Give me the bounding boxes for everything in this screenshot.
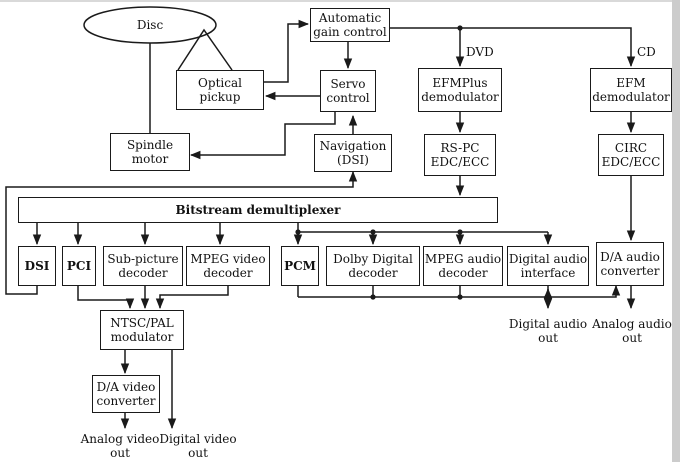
ntsc-line1: NTSC/PAL [110, 316, 174, 330]
digital-video-out-line2: out [188, 446, 208, 460]
optical-pickup-line2: pickup [199, 90, 241, 104]
efmplus-line1: EFMPlus [432, 76, 488, 90]
subpicture-line1: Sub-picture [107, 252, 179, 266]
junction-dot [457, 294, 463, 300]
efm-line2: demodulator [592, 90, 670, 104]
mpeg-audio-line2: decoder [438, 266, 488, 280]
pci-block: PCI [62, 246, 96, 286]
bitstream-label: Bitstream demultiplexer [175, 203, 341, 217]
cd-label: CD [637, 45, 656, 59]
da-audio-line2: converter [600, 264, 660, 278]
digital-video-out-line1: Digital video [159, 432, 237, 446]
circ-line2: EDC/ECC [601, 155, 661, 169]
analog-audio-out-line2: out [622, 331, 642, 345]
junction-dot [457, 229, 463, 235]
junction-dot [370, 294, 376, 300]
pcm-label: PCM [284, 259, 316, 273]
pcm-block: PCM [281, 246, 319, 286]
circ-line1: CIRC [614, 141, 648, 155]
analog-video-out-line1: Analog video [80, 432, 160, 446]
bitstream-demultiplexer-block: Bitstream demultiplexer [18, 197, 498, 223]
servo-line1: Servo [330, 77, 366, 91]
dolby-line2: decoder [348, 266, 398, 280]
navigation-block: Navigation(DSI) [314, 134, 392, 172]
disc-label: Disc [136, 18, 164, 32]
digital-audio-out-line2: out [538, 331, 558, 345]
da-video-line2: converter [96, 394, 156, 408]
agc-to-efmplus [389, 27, 465, 68]
ntsc-line2: modulator [110, 330, 174, 344]
subpicture-line2: decoder [118, 266, 168, 280]
navigation-line1: Navigation [319, 139, 387, 153]
rspc-line1: RS-PC [440, 141, 480, 155]
dai-line2: interface [520, 266, 576, 280]
dsi-to-navigation [5, 170, 358, 295]
spindle-line1: Spindle [126, 138, 174, 152]
bus-jumper [543, 284, 621, 298]
pci-to-ntsc [77, 286, 135, 310]
dvd-label: DVD [466, 45, 494, 59]
dolby-line1: Dolby Digital [333, 252, 413, 266]
servo-line2: control [326, 91, 370, 105]
mpeg-video-line2: decoder [203, 266, 253, 280]
digital-audio-out-line1: Digital audio [508, 317, 588, 331]
spindle-line2: motor [131, 152, 169, 166]
mpeg-video-line1: MPEG video [190, 252, 266, 266]
rspc-line2: EDC/ECC [430, 155, 490, 169]
junction-dot [370, 229, 376, 235]
analog-audio-out-line1: Analog audio [592, 317, 672, 331]
mpeg-audio-line1: MPEG audio [424, 252, 502, 266]
dsi-block: DSI [18, 246, 56, 286]
dsi-label: DSI [24, 259, 50, 273]
junction-dot [545, 294, 551, 300]
analog-video-out-line2: out [110, 446, 130, 460]
agc-line1: Automatic [318, 11, 382, 25]
da-video-line1: D/A video [96, 380, 156, 394]
optical-pickup-line1: Optical [198, 76, 242, 90]
agc-to-efm [460, 27, 636, 68]
junction-dot [457, 25, 463, 31]
efmplus-line2: demodulator [421, 90, 499, 104]
top-edge-strip [0, 0, 680, 2]
navigation-line2: (DSI) [337, 153, 369, 167]
pickup-to-agc [263, 19, 310, 83]
pickup-cone [177, 28, 233, 71]
agc-line2: gain control [313, 25, 387, 39]
servo-to-spindle [189, 112, 336, 160]
junction-dot [295, 229, 301, 235]
pci-label: PCI [66, 259, 92, 273]
dai-line1: Digital audio [508, 252, 588, 266]
da-audio-line1: D/A audio [600, 250, 660, 264]
efm-line1: EFM [616, 76, 646, 90]
right-edge-strip [672, 0, 680, 462]
mpeg-video-to-ntsc [155, 286, 229, 310]
